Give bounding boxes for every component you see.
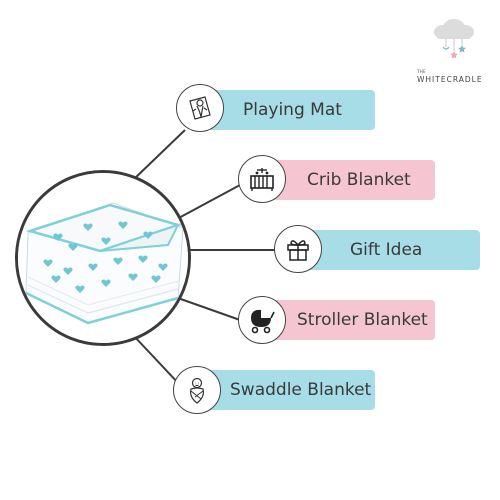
use-item-swaddle-blanket: Swaddle Blanket <box>200 370 375 410</box>
cloud-mobile-icon <box>434 19 474 59</box>
product-image <box>15 170 191 346</box>
crib-icon <box>238 155 286 203</box>
swaddled-baby-icon <box>173 366 221 414</box>
use-label: Stroller Blanket <box>297 310 428 330</box>
brand-prefix: THE <box>417 69 426 74</box>
use-item-playing-mat: Playing Mat <box>205 90 375 130</box>
use-item-crib-blanket: Crib Blanket <box>265 160 435 200</box>
connector-line <box>174 184 241 221</box>
connector-line <box>132 129 186 181</box>
baby-on-mat-icon <box>176 84 224 132</box>
use-item-stroller-blanket: Stroller Blanket <box>265 300 435 340</box>
brand-logo: THE WHITECRADLE <box>414 14 494 84</box>
stroller-icon <box>238 296 286 344</box>
gift-box-icon <box>274 225 322 273</box>
use-label: Gift Idea <box>350 240 423 260</box>
connector-line <box>174 296 241 321</box>
use-item-gift-idea: Gift Idea <box>300 230 480 270</box>
blanket-illustration <box>18 173 188 343</box>
use-label: Crib Blanket <box>307 170 411 190</box>
use-label: Swaddle Blanket <box>230 380 372 400</box>
connector-line <box>132 334 181 386</box>
use-label: Playing Mat <box>243 100 342 120</box>
brand-name: WHITECRADLE <box>417 75 483 84</box>
